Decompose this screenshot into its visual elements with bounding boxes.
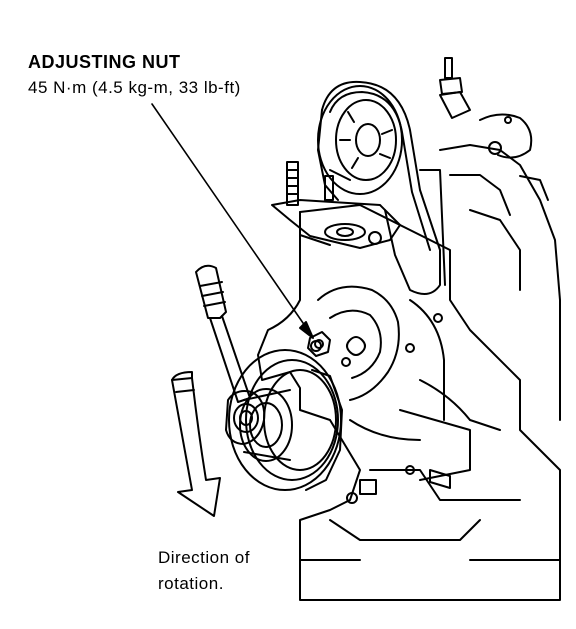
callout-torque-spec: 45 N·m (4.5 kg-m, 33 lb-ft) <box>28 78 241 97</box>
callout-leader-line <box>152 104 313 338</box>
wrench-handle[interactable] <box>196 266 264 444</box>
callout-title: ADJUSTING NUT <box>28 52 181 72</box>
direction-label-line2: rotation. <box>158 574 224 593</box>
crank-pulley <box>229 350 342 490</box>
timing-belt <box>318 82 445 294</box>
direction-label-line1: Direction of <box>158 548 250 567</box>
cam-pulley <box>318 86 402 194</box>
tensioner-bracket <box>272 162 400 248</box>
engine-block <box>258 58 560 600</box>
rotation-arrow-icon <box>172 372 220 516</box>
adjusting-nut <box>308 332 330 356</box>
